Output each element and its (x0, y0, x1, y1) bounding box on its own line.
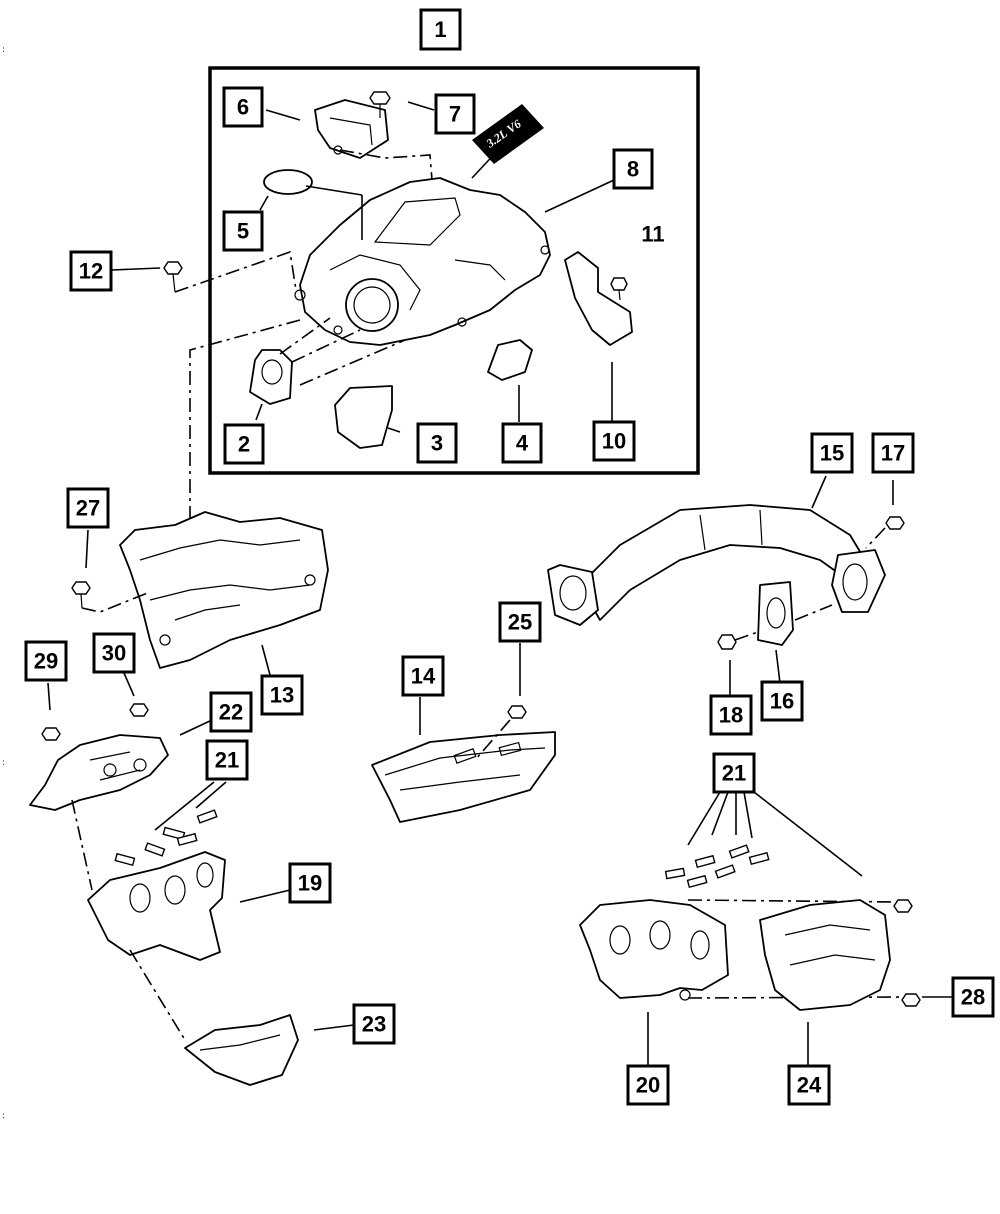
assembly-frame (208, 66, 700, 475)
svg-text:14: 14 (411, 664, 436, 689)
heat-shield-22 (29, 734, 169, 811)
callout-12: 12 (69, 250, 113, 292)
callout-21-right: 21 (712, 752, 756, 794)
callout-2: 2 (223, 423, 265, 465)
svg-text:25: 25 (508, 610, 532, 635)
exhaust-manifold-right (579, 899, 729, 1001)
callout-23: 23 (352, 1003, 396, 1045)
bolt-28-top (893, 899, 913, 913)
callout-14: 14 (401, 655, 445, 697)
svg-text:21: 21 (722, 761, 746, 786)
svg-text:15: 15 (820, 441, 844, 466)
svg-text:21: 21 (215, 748, 239, 773)
heat-shield-24 (759, 899, 891, 1011)
callout-4: 4 (501, 422, 543, 464)
o-ring-seal (487, 339, 533, 381)
callout-24: 24 (787, 1064, 831, 1106)
throttle-gasket (334, 385, 393, 449)
callout-7: 7 (434, 93, 476, 135)
callout-29: 29 (24, 640, 68, 682)
engine-emblem: 3.2L V6 (472, 104, 544, 164)
heat-shield-14 (371, 731, 556, 823)
callout-18: 18 (709, 694, 753, 736)
svg-text:16: 16 (770, 689, 794, 714)
bolt-12 (163, 261, 183, 293)
callout-5: 5 (222, 210, 264, 252)
upper-intake-manifold (294, 177, 551, 346)
svg-text:20: 20 (636, 1073, 660, 1098)
callout-25: 25 (498, 601, 542, 643)
callout-13: 13 (260, 674, 304, 716)
callout-17: 17 (871, 432, 915, 474)
bolt-30 (129, 703, 149, 717)
studs-21-left (114, 809, 218, 867)
bolt-25 (507, 705, 527, 719)
callout-21-left: 21 (205, 739, 249, 781)
exhaust-manifold-left (87, 851, 226, 961)
crossover-gasket (757, 581, 794, 646)
svg-text:30: 30 (102, 641, 126, 666)
callout-19: 19 (288, 862, 332, 904)
callout-6: 6 (222, 86, 264, 128)
svg-text:19: 19 (298, 871, 322, 896)
svg-text:18: 18 (719, 703, 743, 728)
manifold-bracket (564, 251, 633, 346)
bolt-29 (41, 727, 61, 741)
callout-8: 8 (612, 148, 654, 190)
nut-18 (717, 634, 737, 650)
callout-27: 27 (66, 487, 110, 529)
manifold-cap (263, 169, 313, 195)
svg-text:23: 23 (362, 1012, 386, 1037)
lower-intake-manifold (119, 511, 329, 669)
svg-text:29: 29 (34, 649, 58, 674)
crossover-pipe (547, 504, 886, 626)
sensor-screw (369, 91, 391, 118)
svg-text:7: 7 (449, 102, 461, 127)
callout-30: 30 (92, 632, 136, 674)
svg-text:5: 5 (237, 219, 249, 244)
svg-text:27: 27 (76, 496, 100, 521)
svg-text:1: 1 (434, 17, 446, 42)
svg-text:24: 24 (797, 1073, 822, 1098)
svg-text:4: 4 (516, 431, 529, 456)
svg-text:22: 22 (219, 700, 243, 725)
svg-text:17: 17 (881, 441, 905, 466)
edge-mark: : (2, 758, 5, 768)
svg-text:13: 13 (270, 683, 294, 708)
svg-text:8: 8 (627, 157, 639, 182)
nut-28 (901, 993, 921, 1007)
svg-text:11: 11 (641, 222, 664, 247)
callout-10: 10 (592, 420, 636, 462)
svg-text:3: 3 (431, 431, 443, 456)
bolt-17 (885, 516, 905, 530)
callout-20: 20 (626, 1064, 670, 1106)
svg-text:28: 28 (961, 985, 985, 1010)
throttle-body-seal (249, 349, 293, 405)
callout-3: 3 (416, 422, 458, 464)
callout-15: 15 (810, 432, 854, 474)
bolt-27 (71, 581, 91, 609)
svg-text:10: 10 (602, 429, 626, 454)
heat-shield-23 (184, 1014, 299, 1086)
callout-22: 22 (209, 691, 253, 733)
edge-mark: : (2, 1111, 5, 1121)
callout-1: 1 (419, 8, 462, 51)
callout-28: 28 (951, 976, 995, 1018)
svg-text:12: 12 (79, 259, 103, 284)
svg-text:6: 6 (237, 95, 249, 120)
svg-text:2: 2 (238, 432, 250, 457)
map-sensor (314, 99, 389, 159)
studs-21-right (664, 844, 770, 889)
callout-16: 16 (760, 680, 804, 722)
label-11: 11 (641, 222, 664, 247)
edge-mark: : (2, 45, 5, 55)
